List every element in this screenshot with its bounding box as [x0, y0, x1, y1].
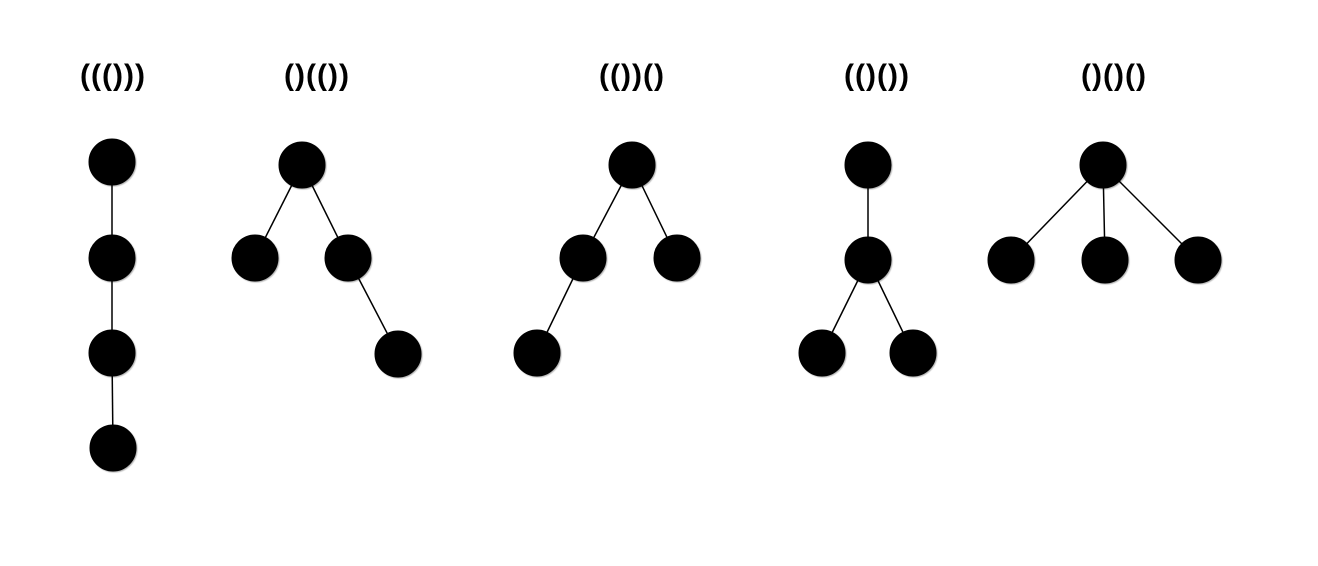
tree-figure-3 [513, 141, 701, 377]
paren-label-1: ((())) [80, 59, 146, 92]
tree-node [88, 138, 136, 186]
tree-node [653, 234, 701, 282]
tree-node [1079, 141, 1127, 189]
paren-label-4: (()()) [844, 59, 910, 92]
paren-label-5: ()()() [1081, 59, 1147, 92]
paren-label-2: ()(()) [284, 59, 350, 92]
tree-figure-4 [798, 141, 937, 377]
tree-node [608, 141, 656, 189]
tree-node [844, 141, 892, 189]
tree-node [231, 234, 279, 282]
tree-node [889, 329, 937, 377]
paren-label-3: (())() [599, 59, 665, 92]
tree-node [559, 234, 607, 282]
tree-figure-5 [987, 141, 1222, 284]
tree-node [798, 329, 846, 377]
tree-node [374, 330, 422, 378]
tree-figure-2 [231, 141, 422, 378]
tree-node [1174, 236, 1222, 284]
tree-node [89, 424, 137, 472]
tree-node [88, 234, 136, 282]
tree-node [844, 236, 892, 284]
tree-node [513, 329, 561, 377]
tree-node [278, 141, 326, 189]
tree-node [88, 329, 136, 377]
tree-figure-1 [88, 138, 137, 472]
tree-node [1081, 236, 1129, 284]
tree-node [324, 234, 372, 282]
tree-node [987, 236, 1035, 284]
